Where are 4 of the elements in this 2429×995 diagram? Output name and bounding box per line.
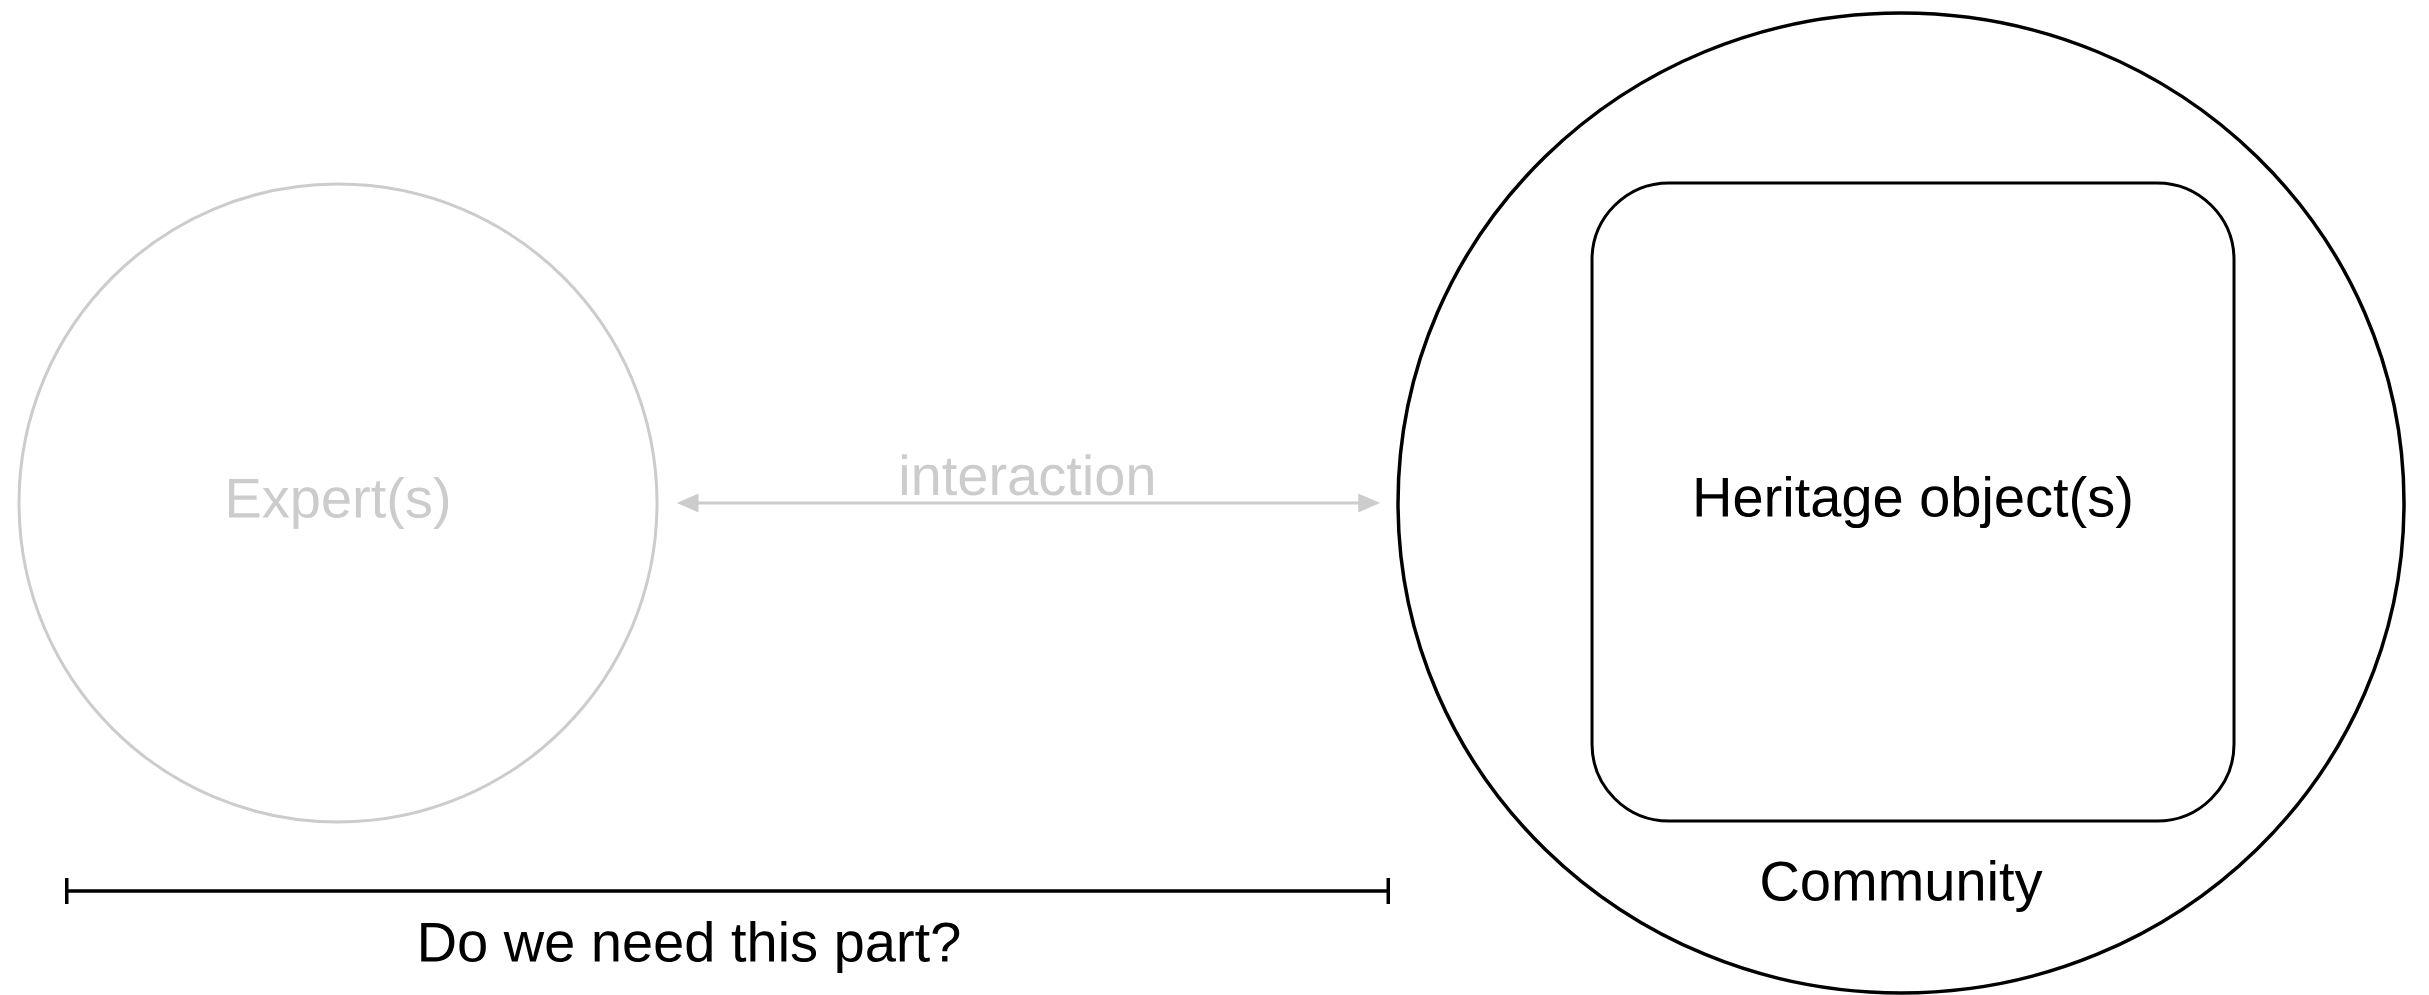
note: Do we need this part? (421, 920, 960, 974)
circle-label: Community (1762, 859, 2043, 913)
rounded-box: Heritage object(s) (1590, 181, 2236, 823)
circle (1396, 11, 2406, 995)
